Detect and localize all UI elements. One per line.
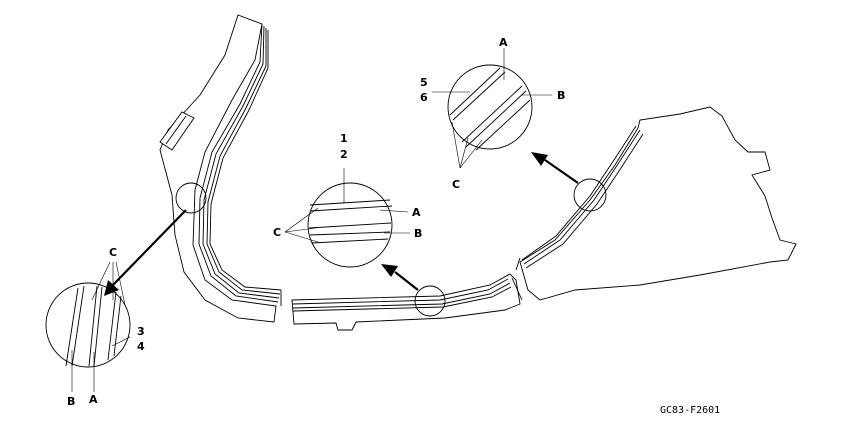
zoom-circle-middle <box>307 182 393 268</box>
zoom-circle-left <box>45 282 131 368</box>
zoom-detail-left <box>45 261 131 392</box>
middle-sill-panel <box>291 273 523 331</box>
arrow-head-sill <box>381 264 398 277</box>
detail-circle-quarter <box>573 178 607 212</box>
label-b-right: B <box>557 89 565 102</box>
detail-circle-sill <box>414 285 446 317</box>
label-2: 2 <box>340 148 348 161</box>
label-6: 6 <box>420 91 428 104</box>
right-quarter-panel <box>515 106 797 301</box>
label-c-left: C <box>109 246 117 259</box>
weatherstrip-left-outer <box>198 23 279 303</box>
arrow-head-left <box>104 280 119 296</box>
figure-code: GC83-F2601 <box>660 405 720 416</box>
detail-circle-pillar <box>175 182 207 214</box>
zoom-detail-right <box>432 48 552 169</box>
leader-arrows <box>104 152 579 296</box>
sill-body <box>291 273 521 331</box>
arrow-head-quarter <box>531 152 548 166</box>
label-c-right: C <box>452 178 460 191</box>
label-5: 5 <box>420 76 428 89</box>
label-c-middle: C <box>273 226 281 239</box>
zoom-detail-middle <box>284 168 410 268</box>
label-1: 1 <box>340 132 348 145</box>
label-b-middle: B <box>414 227 422 240</box>
left-pillar-panel <box>159 14 282 323</box>
label-a-right: A <box>499 36 508 49</box>
quarter-body <box>519 106 797 301</box>
zoom-circle-right <box>447 64 533 150</box>
label-a-middle: A <box>412 206 421 219</box>
callout-labels: C 3 4 B A 1 2 C A B A 5 6 B C GC83-F2601 <box>67 36 720 416</box>
weatherstrip-quarter <box>521 125 637 261</box>
weatherstrip-sill <box>292 278 509 305</box>
label-3: 3 <box>137 325 145 338</box>
label-4: 4 <box>137 340 145 353</box>
label-a-left: A <box>89 393 98 406</box>
label-b-left: B <box>67 395 75 408</box>
